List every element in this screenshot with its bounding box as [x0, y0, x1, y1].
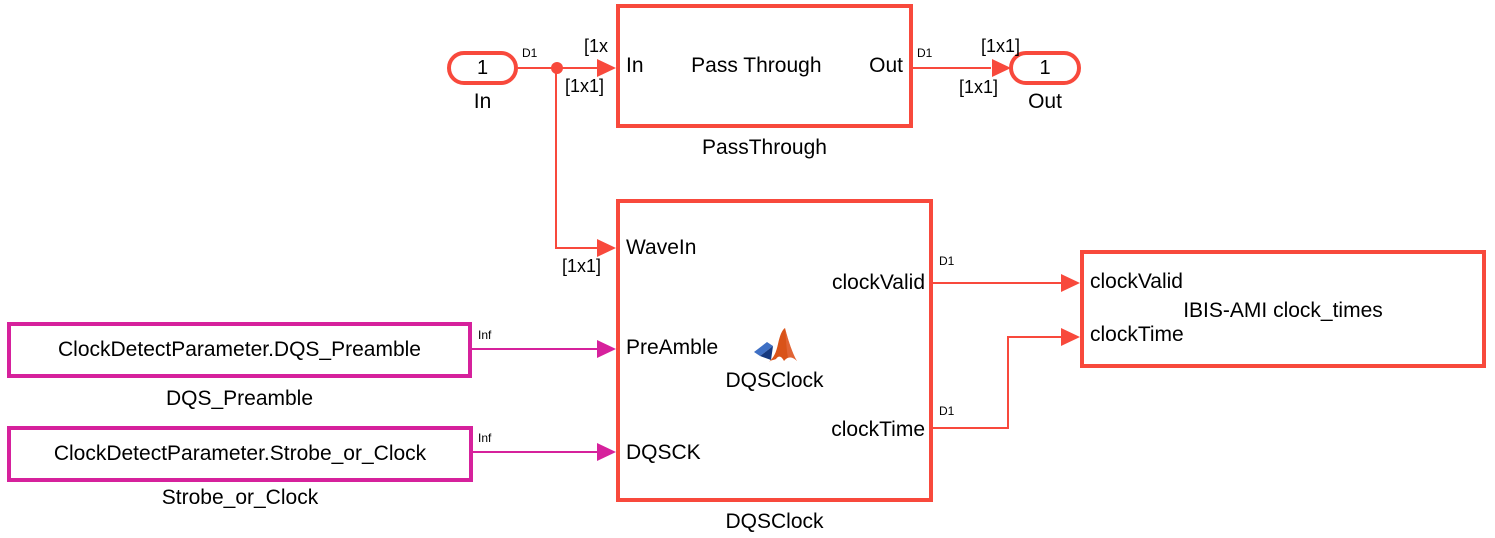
- outport-block[interactable]: 1: [1009, 51, 1081, 85]
- inport-number: 1: [476, 56, 489, 79]
- ibis-title: IBIS-AMI clock_times: [1183, 299, 1383, 322]
- wire-preamble[interactable]: [471, 348, 598, 350]
- dqsclock-port-preamble: PreAmble: [626, 336, 719, 359]
- signal-dim-wavein: [1x1]: [562, 256, 602, 276]
- signal-rate-clocktime: D1: [939, 404, 955, 418]
- ibis-port-clockvalid: clockValid: [1090, 270, 1183, 293]
- signal-dim-in: [1x1]: [565, 76, 605, 96]
- const-strobe-or-clock-block[interactable]: ClockDetectParameter.Strobe_or_Clock: [7, 426, 473, 482]
- passthrough-port-out: Out: [869, 54, 903, 77]
- arrowhead-preamble[interactable]: [597, 340, 616, 358]
- passthrough-port-in: In: [626, 54, 644, 77]
- wire-clockvalid[interactable]: [933, 282, 1062, 284]
- const-dqs-preamble-block[interactable]: ClockDetectParameter.DQS_Preamble: [7, 322, 472, 378]
- arrowhead-passthrough-in[interactable]: [597, 59, 616, 77]
- wire-branch-vertical[interactable]: [555, 68, 557, 248]
- const-dqs-preamble-label[interactable]: DQS_Preamble: [165, 387, 314, 410]
- arrowhead-outport[interactable]: [992, 59, 1011, 77]
- wire-branch-to-wavein[interactable]: [555, 247, 600, 249]
- signal-dim-out-bottom: [1x1]: [959, 77, 999, 97]
- inport-label[interactable]: In: [473, 90, 492, 113]
- signal-dim-in-clipped: [1x: [584, 36, 609, 56]
- wire-clocktime-h2[interactable]: [1008, 336, 1062, 338]
- signal-rate-in: D1: [522, 46, 538, 60]
- passthrough-label[interactable]: PassThrough: [702, 136, 827, 159]
- wire-clocktime-h1[interactable]: [933, 427, 1009, 429]
- const-dqs-preamble-value: ClockDetectParameter.DQS_Preamble: [58, 338, 421, 361]
- arrowhead-ibis-clocktime[interactable]: [1061, 328, 1080, 346]
- arrowhead-ibis-clockvalid[interactable]: [1061, 274, 1080, 292]
- passthrough-title: Pass Through: [691, 54, 822, 77]
- matlab-logo-icon: [753, 327, 797, 372]
- wire-passthrough-to-out[interactable]: [913, 67, 991, 69]
- dqsclock-port-wavein: WaveIn: [626, 236, 697, 259]
- dqsclock-inner-title: DQSClock: [725, 369, 824, 392]
- outport-label[interactable]: Out: [1028, 90, 1062, 113]
- inport-block[interactable]: 1: [447, 51, 518, 85]
- dqsclock-port-dqsck: DQSCK: [626, 441, 701, 464]
- const-strobe-or-clock-value: ClockDetectParameter.Strobe_or_Clock: [53, 442, 427, 465]
- const-strobe-or-clock-label[interactable]: Strobe_or_Clock: [161, 486, 319, 509]
- signal-rate-strobe: Inf: [478, 431, 492, 445]
- wire-clocktime-vertical[interactable]: [1007, 336, 1009, 429]
- wire-branch-dot[interactable]: [551, 62, 563, 74]
- outport-number: 1: [1039, 56, 1051, 79]
- signal-rate-preamble: Inf: [478, 328, 492, 342]
- signal-rate-clockvalid: D1: [939, 254, 955, 268]
- ibis-ami-block[interactable]: clockValid IBIS-AMI clock_times clockTim…: [1080, 250, 1486, 368]
- arrowhead-dqsck[interactable]: [597, 443, 616, 461]
- signal-dim-out-top: [1x1]: [981, 36, 1021, 56]
- dqsclock-block[interactable]: WaveIn PreAmble DQSCK clockValid clockTi…: [616, 199, 933, 502]
- passthrough-block[interactable]: In Pass Through Out: [616, 4, 913, 128]
- dqsclock-label[interactable]: DQSClock: [725, 510, 824, 533]
- wire-strobe[interactable]: [472, 451, 598, 453]
- arrowhead-wavein[interactable]: [597, 239, 616, 257]
- dqsclock-port-clockvalid: clockValid: [832, 271, 925, 294]
- signal-rate-out: D1: [917, 46, 933, 60]
- dqsclock-port-clocktime: clockTime: [831, 418, 925, 441]
- ibis-port-clocktime: clockTime: [1090, 323, 1184, 346]
